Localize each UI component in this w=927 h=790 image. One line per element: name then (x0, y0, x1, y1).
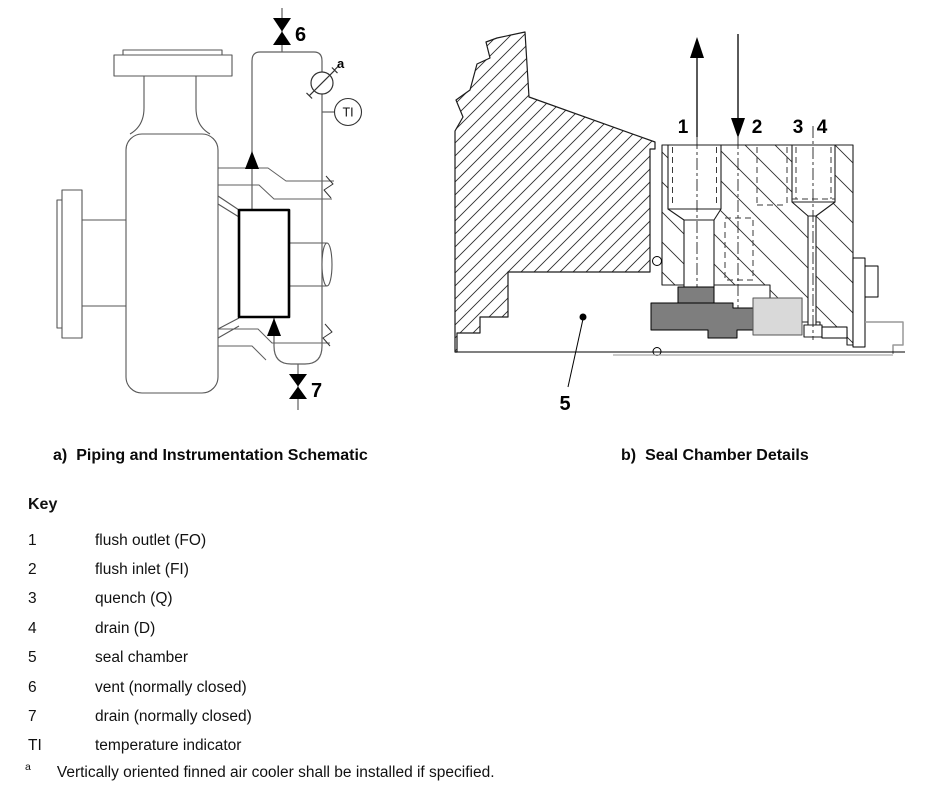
flow-arrows (690, 34, 745, 138)
caption-b: b) Seal Chamber Details (621, 447, 809, 465)
caption-a: a) Piping and Instrumentation Schematic (53, 447, 368, 465)
pipe-break-symbol-lower (322, 323, 333, 347)
key-item-2: 2 flush inlet (FI) (28, 555, 252, 584)
key-item-description: quench (Q) (95, 590, 173, 608)
port-3-bore (791, 144, 836, 203)
seal-chamber-leader-dot (579, 313, 587, 321)
key-item-4: 4 drain (D) (28, 614, 252, 643)
flow-arrow-up-inlet (267, 318, 281, 336)
air-cooler-symbol (306, 66, 339, 99)
port-1-label: 1 (678, 117, 689, 138)
shaft-end (321, 242, 333, 287)
piping-schematic: 6 7 a TI (56, 8, 363, 410)
key-item-description: drain (normally closed) (95, 708, 252, 726)
footnote-a: a Vertically oriented finned air cooler s… (25, 761, 495, 782)
port-2-label: 2 (752, 117, 763, 138)
key-item-ti: TI temperature indicator (28, 732, 252, 761)
flush-outlet-pipe (251, 51, 323, 210)
key-title: Key (28, 496, 58, 513)
key-item-description: temperature indicator (95, 737, 242, 755)
gland-stud (864, 265, 879, 298)
key-item-description: flush outlet (FO) (95, 531, 207, 549)
caption-a-text: Piping and Instrumentation Schematic (76, 447, 368, 464)
discharge-neck-right (195, 76, 211, 135)
key-item-3: 3 quench (Q) (28, 585, 252, 614)
flush-inlet-arrow (731, 118, 745, 138)
key-item-symbol: 4 (28, 619, 37, 637)
key-item-symbol: 6 (28, 678, 37, 696)
gland-flange-plate (852, 257, 866, 348)
port-4-label: 4 (817, 117, 828, 138)
pump-casing-section (454, 31, 656, 353)
pipe-break-symbol-upper (323, 175, 334, 199)
seal-rotating-unit (650, 302, 754, 339)
caption-b-prefix: b) (621, 447, 637, 464)
key-list: 1 flush outlet (FO) 2 flush inlet (FI) 3… (28, 526, 252, 761)
suction-flange (61, 189, 83, 339)
key-item-description: vent (normally closed) (95, 678, 247, 696)
port-3-drill (807, 215, 817, 326)
discharge-neck (129, 76, 145, 135)
key-item-description: seal chamber (95, 649, 189, 667)
footnote-marker: a (25, 761, 31, 773)
key-item-description: drain (D) (95, 619, 156, 637)
key-item-symbol: TI (28, 737, 42, 755)
seal-chamber-details: 1 2 3 4 5 (454, 31, 905, 415)
seal-collar (677, 286, 715, 304)
discharge-flange-face (122, 49, 223, 56)
key-item-symbol: 1 (28, 531, 37, 549)
key-item-symbol: 3 (28, 590, 37, 608)
shaft-sleeve-outline (865, 321, 904, 354)
drain-valve-label: 7 (311, 380, 322, 402)
key-item-description: flush inlet (FI) (95, 561, 189, 579)
gland-ports (667, 144, 836, 338)
diagram-canvas: 6 7 a TI (56, 8, 905, 415)
suction-nozzle (82, 219, 126, 307)
flush-outlet-arrow (690, 37, 704, 58)
key-item-symbol: 7 (28, 708, 37, 726)
temperature-indicator-label: TI (342, 106, 353, 120)
flow-arrow-up-outlet (245, 151, 259, 169)
air-cooler-footnote-label: a (337, 56, 345, 71)
caption-b-text: Seal Chamber Details (645, 447, 809, 464)
adapter-lines (217, 195, 240, 339)
seal-chamber-label: 5 (559, 393, 570, 415)
seal-chamber-leader (567, 318, 584, 388)
port-1-drill (683, 219, 715, 288)
discharge-flange (113, 54, 233, 77)
vent-valve-symbol (273, 18, 291, 45)
drain-valve-symbol (289, 374, 307, 399)
mechanical-seal-parts (650, 256, 879, 356)
footnote-text: Vertically oriented finned air cooler sh… (56, 764, 495, 781)
key-item-6: 6 vent (normally closed) (28, 673, 252, 702)
pump-shaft (288, 242, 328, 287)
key-item-1: 1 flush outlet (FO) (28, 526, 252, 555)
port-centerlines (696, 126, 814, 340)
cooler-return-pipe (273, 61, 323, 365)
key-item-symbol: 5 (28, 649, 37, 667)
temperature-indicator-bubble (333, 97, 363, 127)
vent-valve-label: 6 (295, 24, 306, 46)
key-item-5: 5 seal chamber (28, 644, 252, 673)
port-1-bore (667, 144, 722, 210)
caption-a-prefix: a) (53, 447, 68, 464)
pump-body (125, 133, 219, 394)
piping-loop (251, 8, 335, 410)
gland-oring-top (652, 256, 662, 266)
bearing-bracket-lines (218, 167, 334, 361)
seal-stationary-face (752, 297, 803, 336)
port-3-label: 3 (793, 117, 804, 138)
sleeve-key (821, 326, 848, 339)
key-item-symbol: 2 (28, 561, 37, 579)
pump-outline (56, 49, 333, 394)
hidden-port-lines (672, 147, 835, 281)
seal-chamber-box (237, 208, 291, 319)
key-item-7: 7 drain (normally closed) (28, 702, 252, 731)
